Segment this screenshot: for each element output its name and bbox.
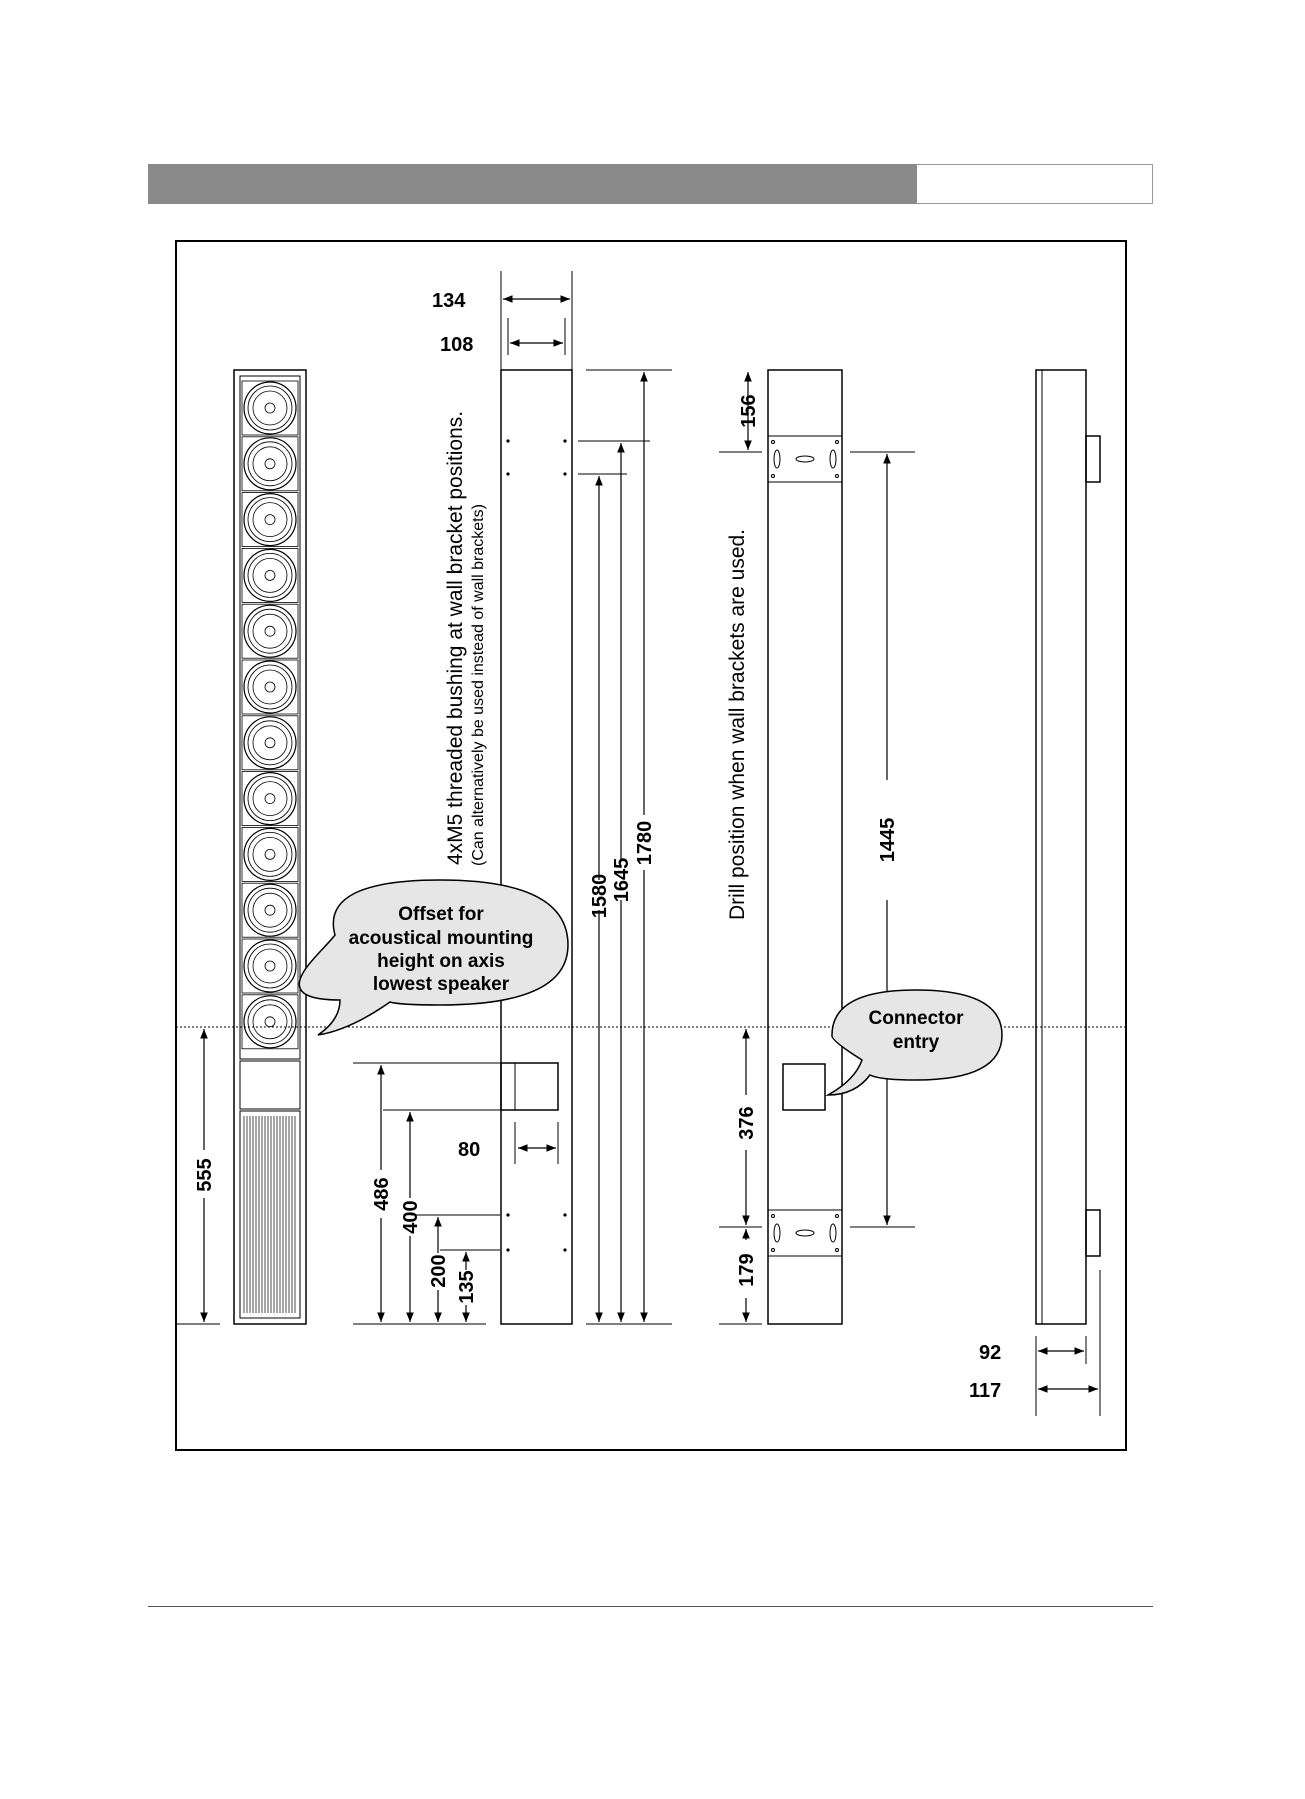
speaker-driver: [242, 995, 298, 1049]
svg-text:entry: entry: [893, 1032, 940, 1053]
speaker-driver: [242, 493, 298, 547]
svg-text:Connector: Connector: [869, 1008, 965, 1029]
speaker-driver: [242, 437, 298, 491]
dim-376: 376: [736, 1106, 758, 1139]
dim-200: 200: [428, 1254, 450, 1287]
dim-80: 80: [458, 1139, 480, 1161]
dim-486: 486: [371, 1177, 393, 1210]
svg-text:lowest speaker: lowest speaker: [373, 974, 510, 995]
bushing-subnote: (Can alternatively be used instead of wa…: [470, 504, 487, 866]
dim-108: 108: [440, 334, 473, 356]
dim-1580: 1580: [589, 874, 611, 919]
speaker-driver: [242, 381, 298, 435]
dim-135: 135: [456, 1270, 478, 1303]
side-profile: [1036, 370, 1100, 1324]
speaker-stack: [242, 381, 298, 1049]
dim-92: 92: [979, 1342, 1001, 1364]
drill-note: Drill position when wall brackets are us…: [726, 529, 749, 920]
speaker-driver: [242, 604, 298, 658]
dim-400: 400: [400, 1200, 422, 1233]
grille: [244, 1116, 295, 1313]
dim-1445: 1445: [877, 818, 899, 863]
dim-134: 134: [432, 290, 466, 312]
speaker-driver: [242, 716, 298, 770]
dim-555: 555: [194, 1158, 216, 1191]
dim-179: 179: [736, 1253, 758, 1286]
svg-text:height on axis: height on axis: [377, 951, 505, 972]
dim-156: 156: [738, 394, 760, 427]
front-view: [234, 370, 306, 1324]
bushing-note: 4xM5 threaded bushing at wall bracket po…: [444, 411, 467, 865]
dim-1780: 1780: [634, 821, 656, 866]
svg-text:acoustical mounting: acoustical mounting: [349, 928, 534, 949]
dim-117: 117: [969, 1380, 1001, 1402]
speaker-driver: [242, 660, 298, 714]
speaker-driver: [242, 548, 298, 602]
speaker-driver: [242, 827, 298, 881]
dim-1645: 1645: [611, 858, 633, 903]
svg-text:Offset for: Offset for: [398, 904, 484, 925]
column-view-1: [501, 370, 572, 1324]
speaker-driver: [242, 772, 298, 826]
speaker-driver: [242, 939, 298, 993]
bracket-slots: [772, 441, 839, 1252]
speaker-driver: [242, 883, 298, 937]
column-view-2: [768, 370, 842, 1324]
